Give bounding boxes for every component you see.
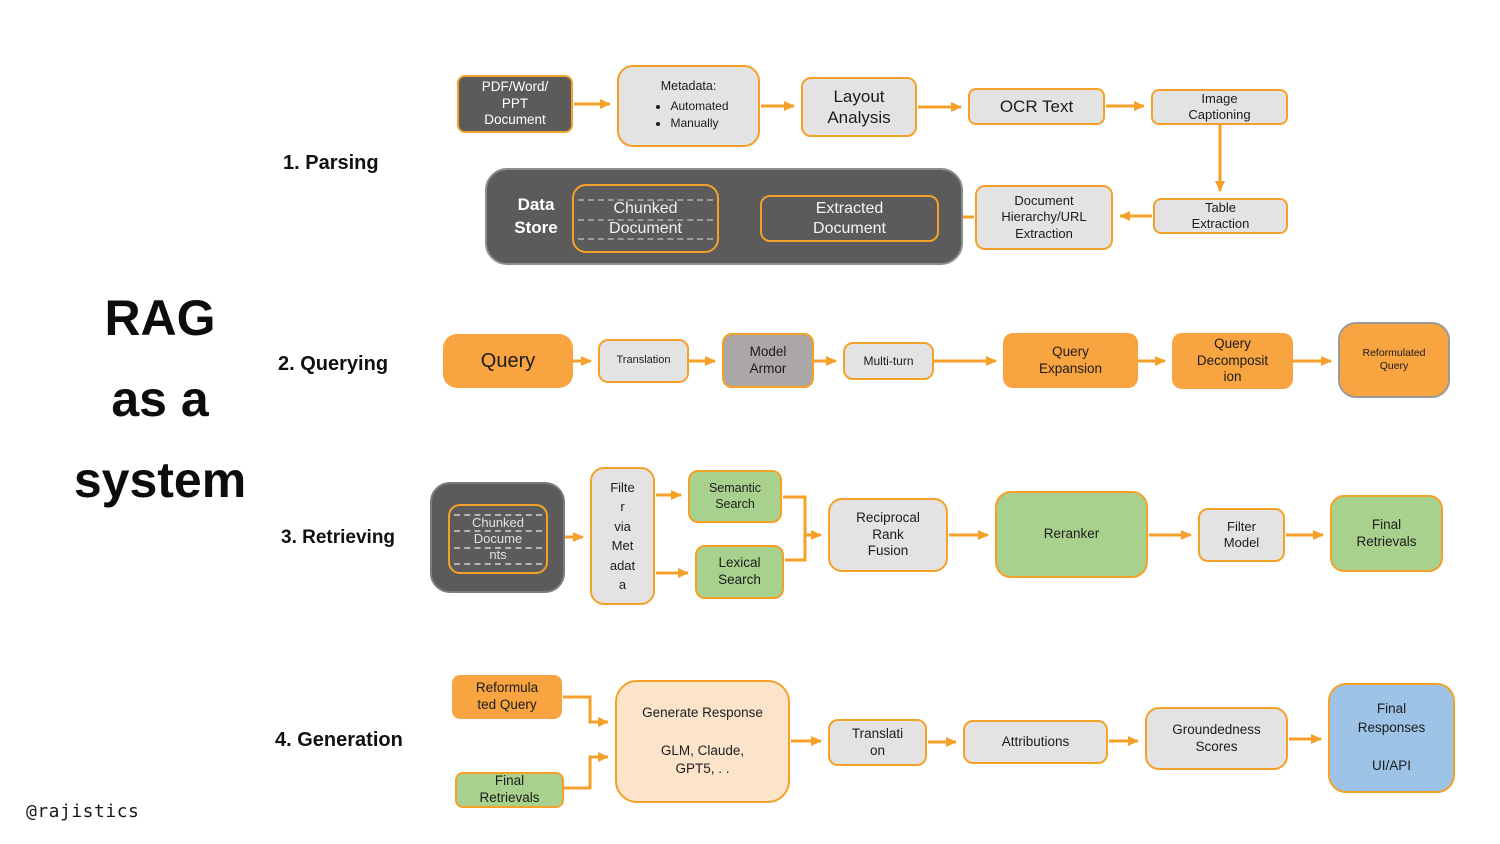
node-label: Generate Response GLM, Claude, GPT5, . . <box>642 704 763 777</box>
node-chunked-documents: Chunked Docume nts <box>448 504 548 574</box>
stage-label-parsing: 1. Parsing <box>283 152 379 174</box>
node-semantic-search: Semantic Search <box>688 470 782 523</box>
node-attributions: Attributions <box>963 720 1108 764</box>
chunk-divider <box>454 563 542 566</box>
node-final-retrievals: Final Retrievals <box>1330 495 1443 572</box>
diagram-title: RAG as a system <box>73 290 247 508</box>
chunk-divider <box>454 513 542 516</box>
node-layout-analysis: Layout Analysis <box>801 77 917 137</box>
node-label: Reformulated Query <box>1362 346 1426 372</box>
metadata-heading: Metadata: <box>660 79 717 94</box>
metadata-item: Automated <box>670 99 728 114</box>
node-label: Query Decomposit ion <box>1196 335 1269 385</box>
node-label: Filter Model <box>1223 518 1260 550</box>
node-label: Document Hierarchy/URL Extraction <box>1001 193 1087 241</box>
node-label: Multi-turn <box>863 353 914 368</box>
stage-label-retrieving: 3. Retrieving <box>281 527 396 548</box>
stage-label-generation: 4. Generation <box>275 729 403 751</box>
stage-label-querying: 2. Querying <box>278 353 389 375</box>
node-label: Groundedness Scores <box>1172 721 1261 754</box>
node-label: Final Responses UI/API <box>1357 701 1426 773</box>
node-reciprocal-rank-fusion: Reciprocal Rank Fusion <box>828 498 948 572</box>
container-chunked-documents: Chunked Docume nts <box>430 482 565 593</box>
node-final-responses: Final Responses UI/API <box>1328 683 1455 793</box>
container-data-store: Data Store Chunked Document Extracted Do… <box>485 168 963 265</box>
chunk-divider <box>578 238 713 240</box>
node-label: Final Retrievals <box>1356 516 1417 549</box>
node-multi-turn: Multi-turn <box>843 342 934 380</box>
data-store-label: Data Store <box>514 195 558 237</box>
node-document-hierarchy-url-extraction: Document Hierarchy/URL Extraction <box>975 185 1113 250</box>
node-generate-response: Generate Response GLM, Claude, GPT5, . . <box>615 680 790 803</box>
node-translation-output: Translati on <box>828 719 927 766</box>
node-table-extraction: Table Extraction <box>1153 198 1288 234</box>
node-ocr-text: OCR Text <box>968 88 1105 125</box>
node-lexical-search: Lexical Search <box>695 545 784 599</box>
node-metadata: Metadata: Automated Manually <box>617 65 760 147</box>
node-label: Filte r via Met adat a <box>609 479 636 593</box>
metadata-list: Automated Manually <box>648 97 728 133</box>
node-query-decomposition: Query Decomposit ion <box>1172 333 1293 389</box>
node-label: Chunked Document <box>609 199 682 237</box>
chunk-divider <box>454 530 542 533</box>
node-label: PDF/Word/ PPT Document <box>481 78 549 128</box>
node-label: Reranker <box>1043 526 1100 542</box>
node-model-armor: Model Armor <box>722 333 814 388</box>
node-label: Chunked Docume nts <box>471 514 525 563</box>
node-label: Query Expansion <box>1038 343 1103 376</box>
node-label: Reciprocal Rank Fusion <box>856 509 920 559</box>
node-label: Attributions <box>1001 733 1070 749</box>
node-groundedness-scores: Groundedness Scores <box>1145 707 1288 770</box>
node-image-captioning: Image Captioning <box>1151 89 1288 125</box>
chunk-divider <box>578 218 713 221</box>
chunk-divider <box>454 546 542 549</box>
node-reranker: Reranker <box>995 491 1148 578</box>
node-label: Model Armor <box>749 343 787 376</box>
node-filter-model: Filter Model <box>1198 508 1285 562</box>
node-label: Table Extraction <box>1191 199 1250 231</box>
node-label: Image Captioning <box>1188 90 1251 122</box>
node-reformulated-query: Reformulated Query <box>1338 322 1450 398</box>
node-label: Translation <box>616 354 671 367</box>
node-label: Semantic Search <box>708 480 762 511</box>
node-chunked-document: Chunked Document <box>572 184 719 253</box>
chunk-divider <box>578 199 713 201</box>
node-reformulated-query-input: Reformula ted Query <box>452 675 562 719</box>
node-translation: Translation <box>598 339 689 383</box>
node-label: Extracted Document <box>813 199 886 237</box>
watermark-handle: @rajistics <box>26 801 140 822</box>
node-extracted-document: Extracted Document <box>760 195 939 242</box>
node-label: Final Retrievals <box>479 773 540 805</box>
node-label: Query <box>480 349 536 372</box>
node-filter-via-metadata: Filte r via Met adat a <box>590 467 655 605</box>
metadata-item: Manually <box>670 116 728 131</box>
node-label: Lexical Search <box>718 555 761 587</box>
node-final-retrievals-input: Final Retrievals <box>455 772 564 808</box>
node-label: OCR Text <box>999 96 1074 116</box>
node-query: Query <box>443 334 573 388</box>
node-pdf-word-ppt-document: PDF/Word/ PPT Document <box>457 75 573 133</box>
node-query-expansion: Query Expansion <box>1003 333 1138 388</box>
node-label: Translati on <box>851 725 904 758</box>
node-label: Layout Analysis <box>827 86 891 127</box>
node-label: Reformula ted Query <box>475 680 539 712</box>
